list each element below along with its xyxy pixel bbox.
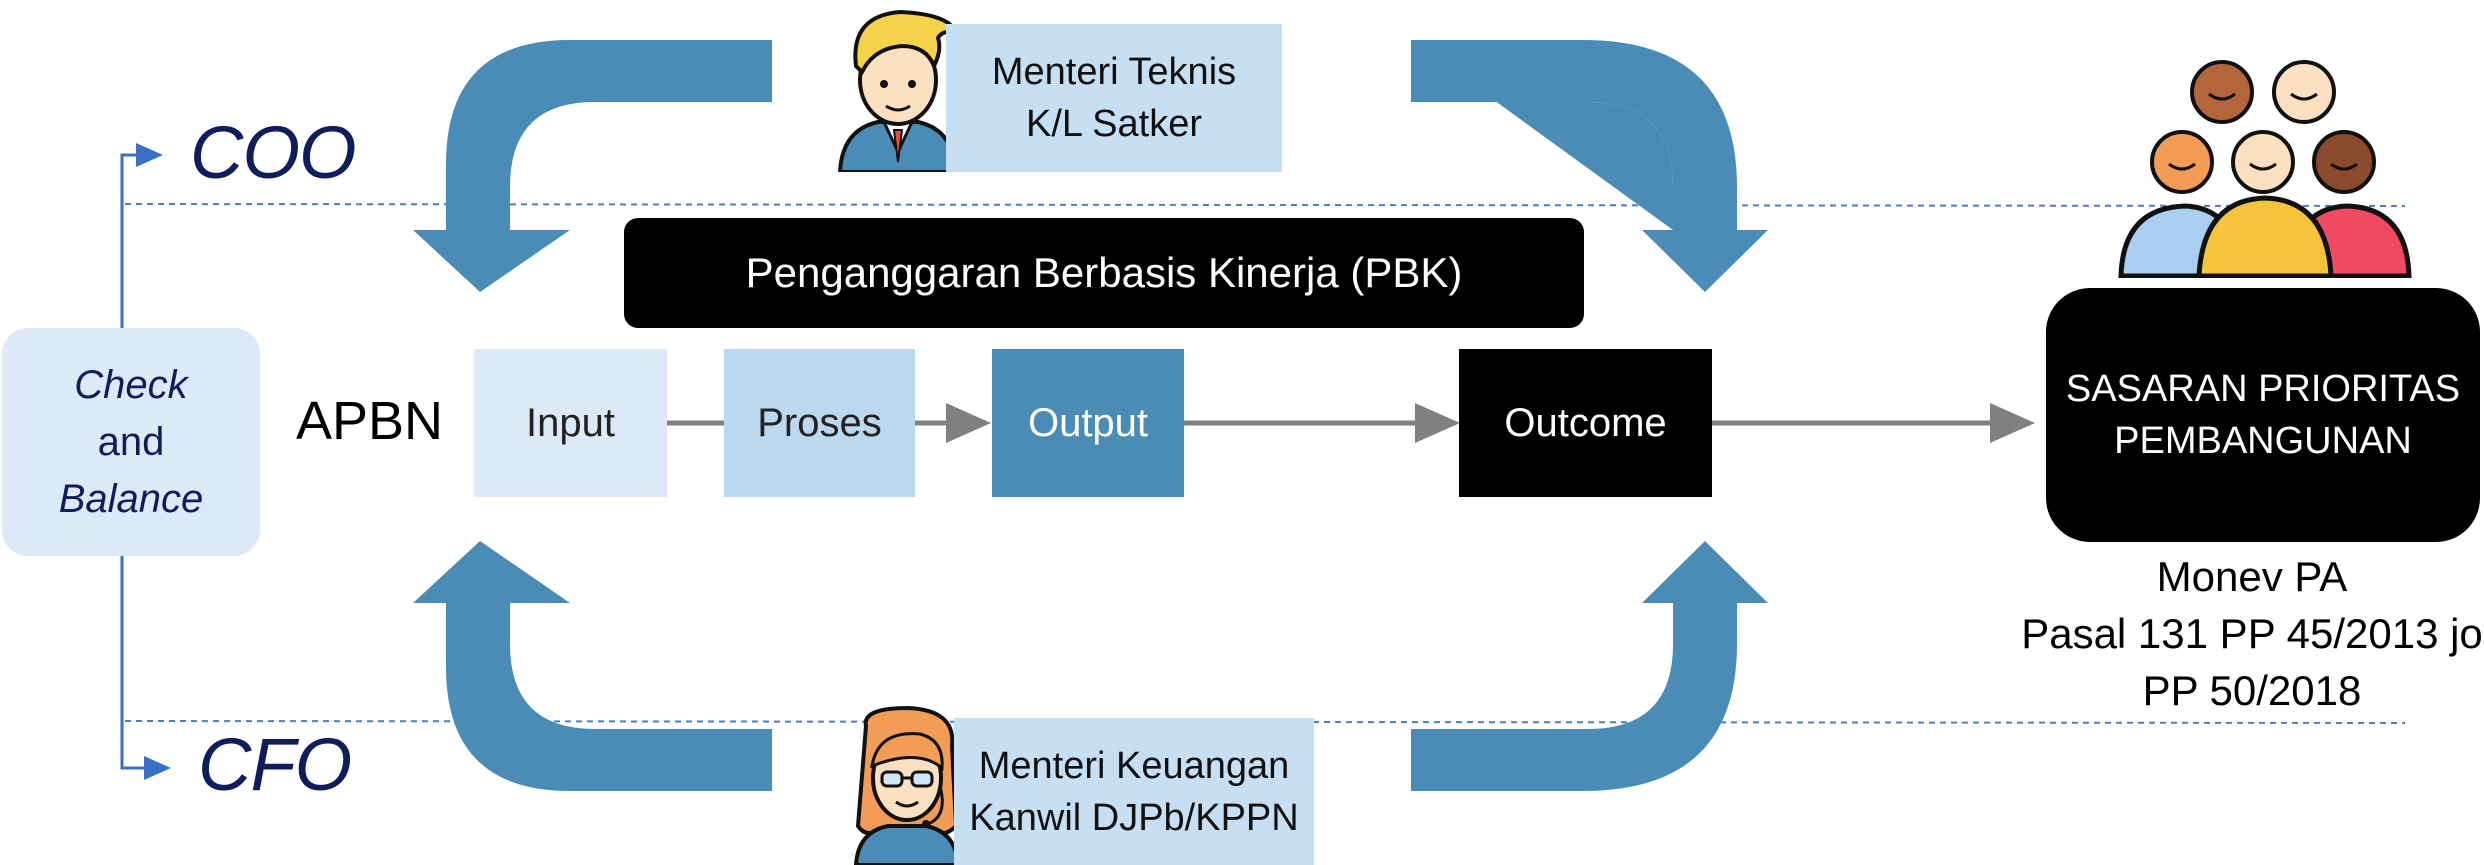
- monev-line2: Pasal 131 PP 45/2013 jo: [2021, 610, 2483, 657]
- check-balance-line2: and: [97, 419, 165, 464]
- target-line2: PEMBANGUNAN: [2114, 420, 2412, 462]
- technical-minister-label: Menteri Teknis K/L Satker: [946, 24, 1282, 172]
- finance-minister-label: Menteri Keuangan Kanwil DJPb/KPPN: [954, 718, 1314, 865]
- check-balance-line1: Check: [74, 362, 188, 407]
- curved-arrows: [413, 40, 1768, 791]
- target-box: SASARAN PRIORITAS PEMBANGUNAN: [2046, 288, 2480, 542]
- monev-line3: PP 50/2018: [2142, 667, 2362, 714]
- check-balance-box: Check and Balance: [2, 328, 260, 556]
- people-group-icon: [2118, 60, 2412, 278]
- technical-minister-line1: Menteri Teknis: [991, 51, 1237, 93]
- bracket-to-coo: [120, 143, 163, 330]
- flow-outcome: Outcome: [1459, 349, 1712, 497]
- monev-line1: Monev PA: [2156, 553, 2348, 600]
- arrow-bottom-right: [1411, 541, 1768, 791]
- target-line1: SASARAN PRIORITAS: [2065, 368, 2461, 410]
- finance-minister-line2: Kanwil DJPb/KPPN: [969, 796, 1299, 839]
- finance-minister-line1: Menteri Keuangan: [978, 744, 1290, 787]
- technical-minister-avatar: [837, 9, 960, 172]
- technical-minister-line2: K/L Satker: [1025, 103, 1202, 145]
- pbk-banner: Penganggaran Berbasis Kinerja (PBK): [624, 218, 1584, 328]
- arrow-top-left: [413, 40, 772, 292]
- bracket-to-cfo: [120, 555, 171, 780]
- arrow-top-right: [1411, 40, 1768, 292]
- flow-proses: Proses: [724, 349, 915, 497]
- arrow-bottom-left: [413, 541, 772, 791]
- apbn-label: APBN: [296, 391, 444, 451]
- flow-input: Input: [474, 349, 667, 497]
- role-cfo: CFO: [198, 723, 352, 806]
- finance-minister-avatar: [853, 706, 961, 865]
- check-balance-line3: Balance: [58, 476, 204, 521]
- monev-text: Monev PA Pasal 131 PP 45/2013 jo PP 50/2…: [2020, 548, 2484, 719]
- flow-output: Output: [992, 349, 1184, 497]
- role-coo: COO: [190, 111, 357, 194]
